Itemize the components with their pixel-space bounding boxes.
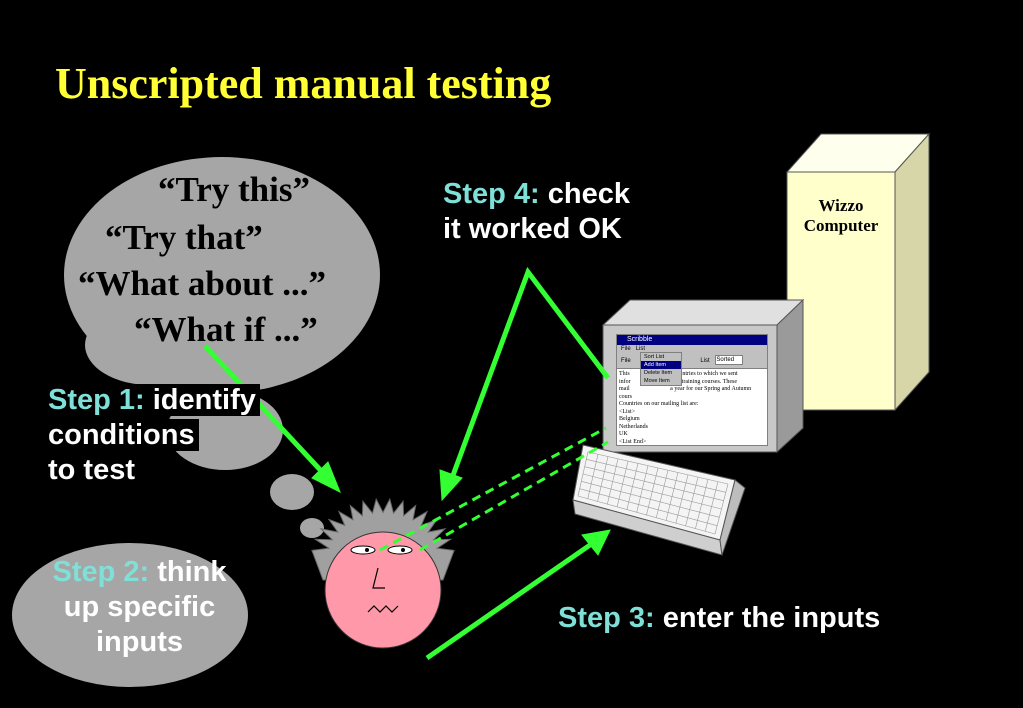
step-3-text: Step 3: enter the inputs (558, 602, 881, 634)
step-1-label: Step 1: (48, 384, 145, 416)
keyboard-key-line (581, 481, 720, 518)
sight-lines (379, 426, 609, 552)
nose (372, 567, 385, 589)
step-4-text: Step 4: check it worked OK (443, 178, 630, 245)
thought-line-4: “What if ...” (134, 310, 318, 349)
thought-line-1: “Try this” (158, 170, 310, 209)
step-3-label: Step 3: (558, 602, 655, 634)
window-title: Scribble (617, 335, 767, 345)
document-line: Belgium (619, 416, 640, 422)
menu-item[interactable]: Sort List (644, 354, 665, 360)
keyboard-key-line (582, 473, 722, 510)
thought-line-2: “Try that” (105, 218, 263, 257)
thought-cloud (12, 157, 380, 687)
step-2-label: Step 2: (52, 556, 150, 588)
left-eye (350, 545, 376, 555)
document-line: Countries on our mailing list are: (619, 401, 699, 407)
right-eye (387, 545, 413, 555)
person-head (311, 497, 455, 649)
computer-label: Wizzo Computer (803, 196, 879, 235)
document-line: Netherlands (619, 423, 648, 430)
step-2-text: Step 2: think up specific inputs (52, 556, 227, 658)
menu-item[interactable]: Add Item (641, 361, 681, 369)
step-1-text: Step 1: identify conditions to test (48, 383, 260, 487)
keyboard-key-line (579, 488, 718, 526)
menu-item[interactable]: Delete Item (644, 370, 673, 376)
mouth (367, 605, 399, 613)
arrows (203, 266, 611, 661)
keyboard-key-line (586, 459, 726, 493)
keyboard-key-line (577, 495, 716, 535)
window-menu: File List (617, 345, 767, 354)
document-line: <List> (619, 408, 636, 415)
menu-item[interactable]: Move Item (644, 378, 670, 384)
menu-list[interactable]: List (635, 346, 646, 352)
list-sort-field[interactable]: Sorted (715, 355, 744, 366)
keyboard (572, 444, 746, 556)
keyboard-key-line (584, 466, 724, 501)
slide-title: Unscripted manual testing (55, 59, 552, 108)
computer-tower (785, 132, 931, 412)
menu-file[interactable]: File (621, 346, 631, 352)
keyboard-key-line (587, 451, 729, 485)
document-line: mail a year for our Spring and Autumn (619, 386, 752, 392)
document-line: UK (619, 431, 628, 437)
thought-line-3: “What about ...” (78, 264, 326, 303)
step-4-label: Step 4: (443, 178, 540, 210)
document-line: cours (619, 393, 632, 400)
scribble-window: Scribble File List File List Sorted This… (616, 334, 768, 446)
document-line: <List End> (619, 438, 647, 445)
